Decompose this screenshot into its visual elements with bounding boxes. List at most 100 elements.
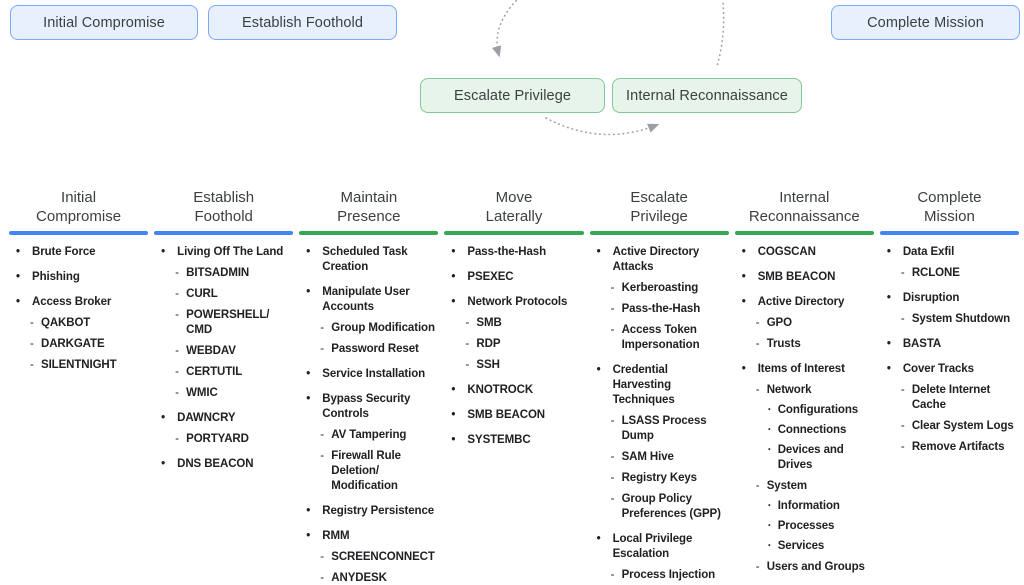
list-item: Scheduled Task Creation xyxy=(299,245,438,275)
list-item: SSH xyxy=(444,358,583,373)
list-item: Configurations xyxy=(735,403,874,418)
list-item: Trusts xyxy=(735,337,874,352)
column-establish-foothold: EstablishFootholdLiving Off The LandBITS… xyxy=(154,188,294,585)
column-initial-compromise: InitialCompromiseBrute ForcePhishingAcce… xyxy=(9,188,149,585)
flow-box-internal-reconnaissance: Internal Reconnaissance xyxy=(612,78,802,113)
technique-list: Living Off The LandBITSADMINCURLPOWERSHE… xyxy=(154,245,293,472)
list-item: SMB BEACON xyxy=(444,408,583,423)
list-item: PSEXEC xyxy=(444,270,583,285)
column-escalate-privilege: EscalatePrivilegeActive Directory Attack… xyxy=(589,188,729,585)
list-item: Connections xyxy=(735,423,874,438)
list-item: Processes xyxy=(735,519,874,534)
column-internal-reconnaissance: InternalReconnaissanceCOGSCAN SMB BEACON A… xyxy=(734,188,874,585)
list-item: Pass-the-Hash xyxy=(590,302,729,317)
list-item: Cover Tracks xyxy=(880,362,1019,377)
technique-list: Scheduled Task CreationManipulate User A… xyxy=(299,245,438,585)
list-item: Information xyxy=(735,499,874,514)
technique-columns: InitialCompromiseBrute ForcePhishingAcce… xyxy=(9,188,1019,585)
column-accent-bar xyxy=(9,231,149,235)
list-item: Group Policy Preferences (GPP) xyxy=(590,492,729,522)
column-accent-bar xyxy=(154,231,294,235)
list-item: Bypass Security Controls xyxy=(299,392,438,422)
column-accent-bar xyxy=(444,231,584,235)
list-item: Data Exfil xyxy=(880,245,1019,260)
list-item: RCLONE xyxy=(880,266,1019,281)
list-item: Password Reset xyxy=(299,342,438,357)
list-item: Living Off The Land xyxy=(154,245,293,260)
technique-list: Brute ForcePhishingAccess BrokerQAKBOT DA… xyxy=(9,245,148,373)
list-item: SCREENCONNECT xyxy=(299,550,438,565)
list-item: Access Token Impersonation xyxy=(590,323,729,353)
list-item: Pass-the-Hash xyxy=(444,245,583,260)
list-item: System xyxy=(735,479,874,494)
list-item: Services xyxy=(735,539,874,554)
column-maintain-presence: MaintainPresenceScheduled Task CreationM… xyxy=(299,188,439,585)
list-item: KNOTROCK xyxy=(444,383,583,398)
list-item: BASTA xyxy=(880,337,1019,352)
list-item: Kerberoasting xyxy=(590,281,729,296)
list-item: Phishing xyxy=(9,270,148,285)
list-item: Remove Artifacts xyxy=(880,440,1019,455)
column-accent-bar xyxy=(589,231,729,235)
list-item: DARKGATE xyxy=(9,337,148,352)
column-accent-bar xyxy=(299,231,439,235)
flow-box-escalate-privilege: Escalate Privilege xyxy=(420,78,605,113)
list-item: CURL xyxy=(154,287,293,302)
list-item: LSASS Process Dump xyxy=(590,414,729,444)
list-item: Users and Groups xyxy=(735,560,874,575)
list-item: System Shutdown xyxy=(880,312,1019,327)
cycle-arc-bottom xyxy=(545,117,660,136)
list-item: Manipulate User Accounts xyxy=(299,285,438,315)
technique-list: COGSCAN SMB BEACON Active DirectoryGPO Trus… xyxy=(735,245,874,575)
technique-list: Pass-the-HashPSEXEC Network ProtocolsSMB R… xyxy=(444,245,583,448)
flow-box-initial-compromise: Initial Compromise xyxy=(10,5,198,40)
list-item: Network xyxy=(735,383,874,398)
list-item: QAKBOT xyxy=(9,316,148,331)
list-item: Active Directory xyxy=(735,295,874,310)
column-move-laterally: MoveLaterallyPass-the-HashPSEXEC Network … xyxy=(444,188,584,585)
list-item: GPO xyxy=(735,316,874,331)
list-item: Delete Internet Cache xyxy=(880,383,1019,413)
list-item: SYSTEMBC xyxy=(444,433,583,448)
list-item: Active Directory Attacks xyxy=(590,245,729,275)
list-item: CERTUTIL xyxy=(154,365,293,380)
list-item: Brute Force xyxy=(9,245,148,260)
list-item: Group Modification xyxy=(299,321,438,336)
list-item: Disruption xyxy=(880,291,1019,306)
list-item: DNS BEACON xyxy=(154,457,293,472)
cycle-arc-left xyxy=(491,0,519,58)
list-item: SILENTNIGHT xyxy=(9,358,148,373)
list-item: Items of Interest xyxy=(735,362,874,377)
column-accent-bar xyxy=(879,231,1019,235)
list-item: Devices and Drives xyxy=(735,443,874,473)
list-item: Network Protocols xyxy=(444,295,583,310)
list-item: RDP xyxy=(444,337,583,352)
technique-list: Active Directory AttacksKerberoastingPas… xyxy=(590,245,729,583)
list-item: WMIC xyxy=(154,386,293,401)
list-item: SMB BEACON xyxy=(735,270,874,285)
flow-box-establish-foothold: Establish Foothold xyxy=(208,5,397,40)
list-item: Registry Keys xyxy=(590,471,729,486)
list-item: Process Injection xyxy=(590,568,729,583)
flow-box-complete-mission: Complete Mission xyxy=(831,5,1020,40)
list-item: DAWNCRY xyxy=(154,411,293,426)
technique-list: Data ExfilRCLONE DisruptionSystem Shutdow… xyxy=(880,245,1019,455)
column-accent-bar xyxy=(734,231,874,235)
list-item: Local Privilege Escalation xyxy=(590,532,729,562)
column-complete-mission: CompleteMissionData ExfilRCLONE Disruptio… xyxy=(879,188,1019,585)
list-item: ANYDESK xyxy=(299,571,438,585)
list-item: RMM xyxy=(299,529,438,544)
list-item: SMB xyxy=(444,316,583,331)
list-item: Access Broker xyxy=(9,295,148,310)
list-item: Clear System Logs xyxy=(880,419,1019,434)
list-item: Credential Harvesting Techniques xyxy=(590,363,729,408)
list-item: SAM Hive xyxy=(590,450,729,465)
list-item: COGSCAN xyxy=(735,245,874,260)
